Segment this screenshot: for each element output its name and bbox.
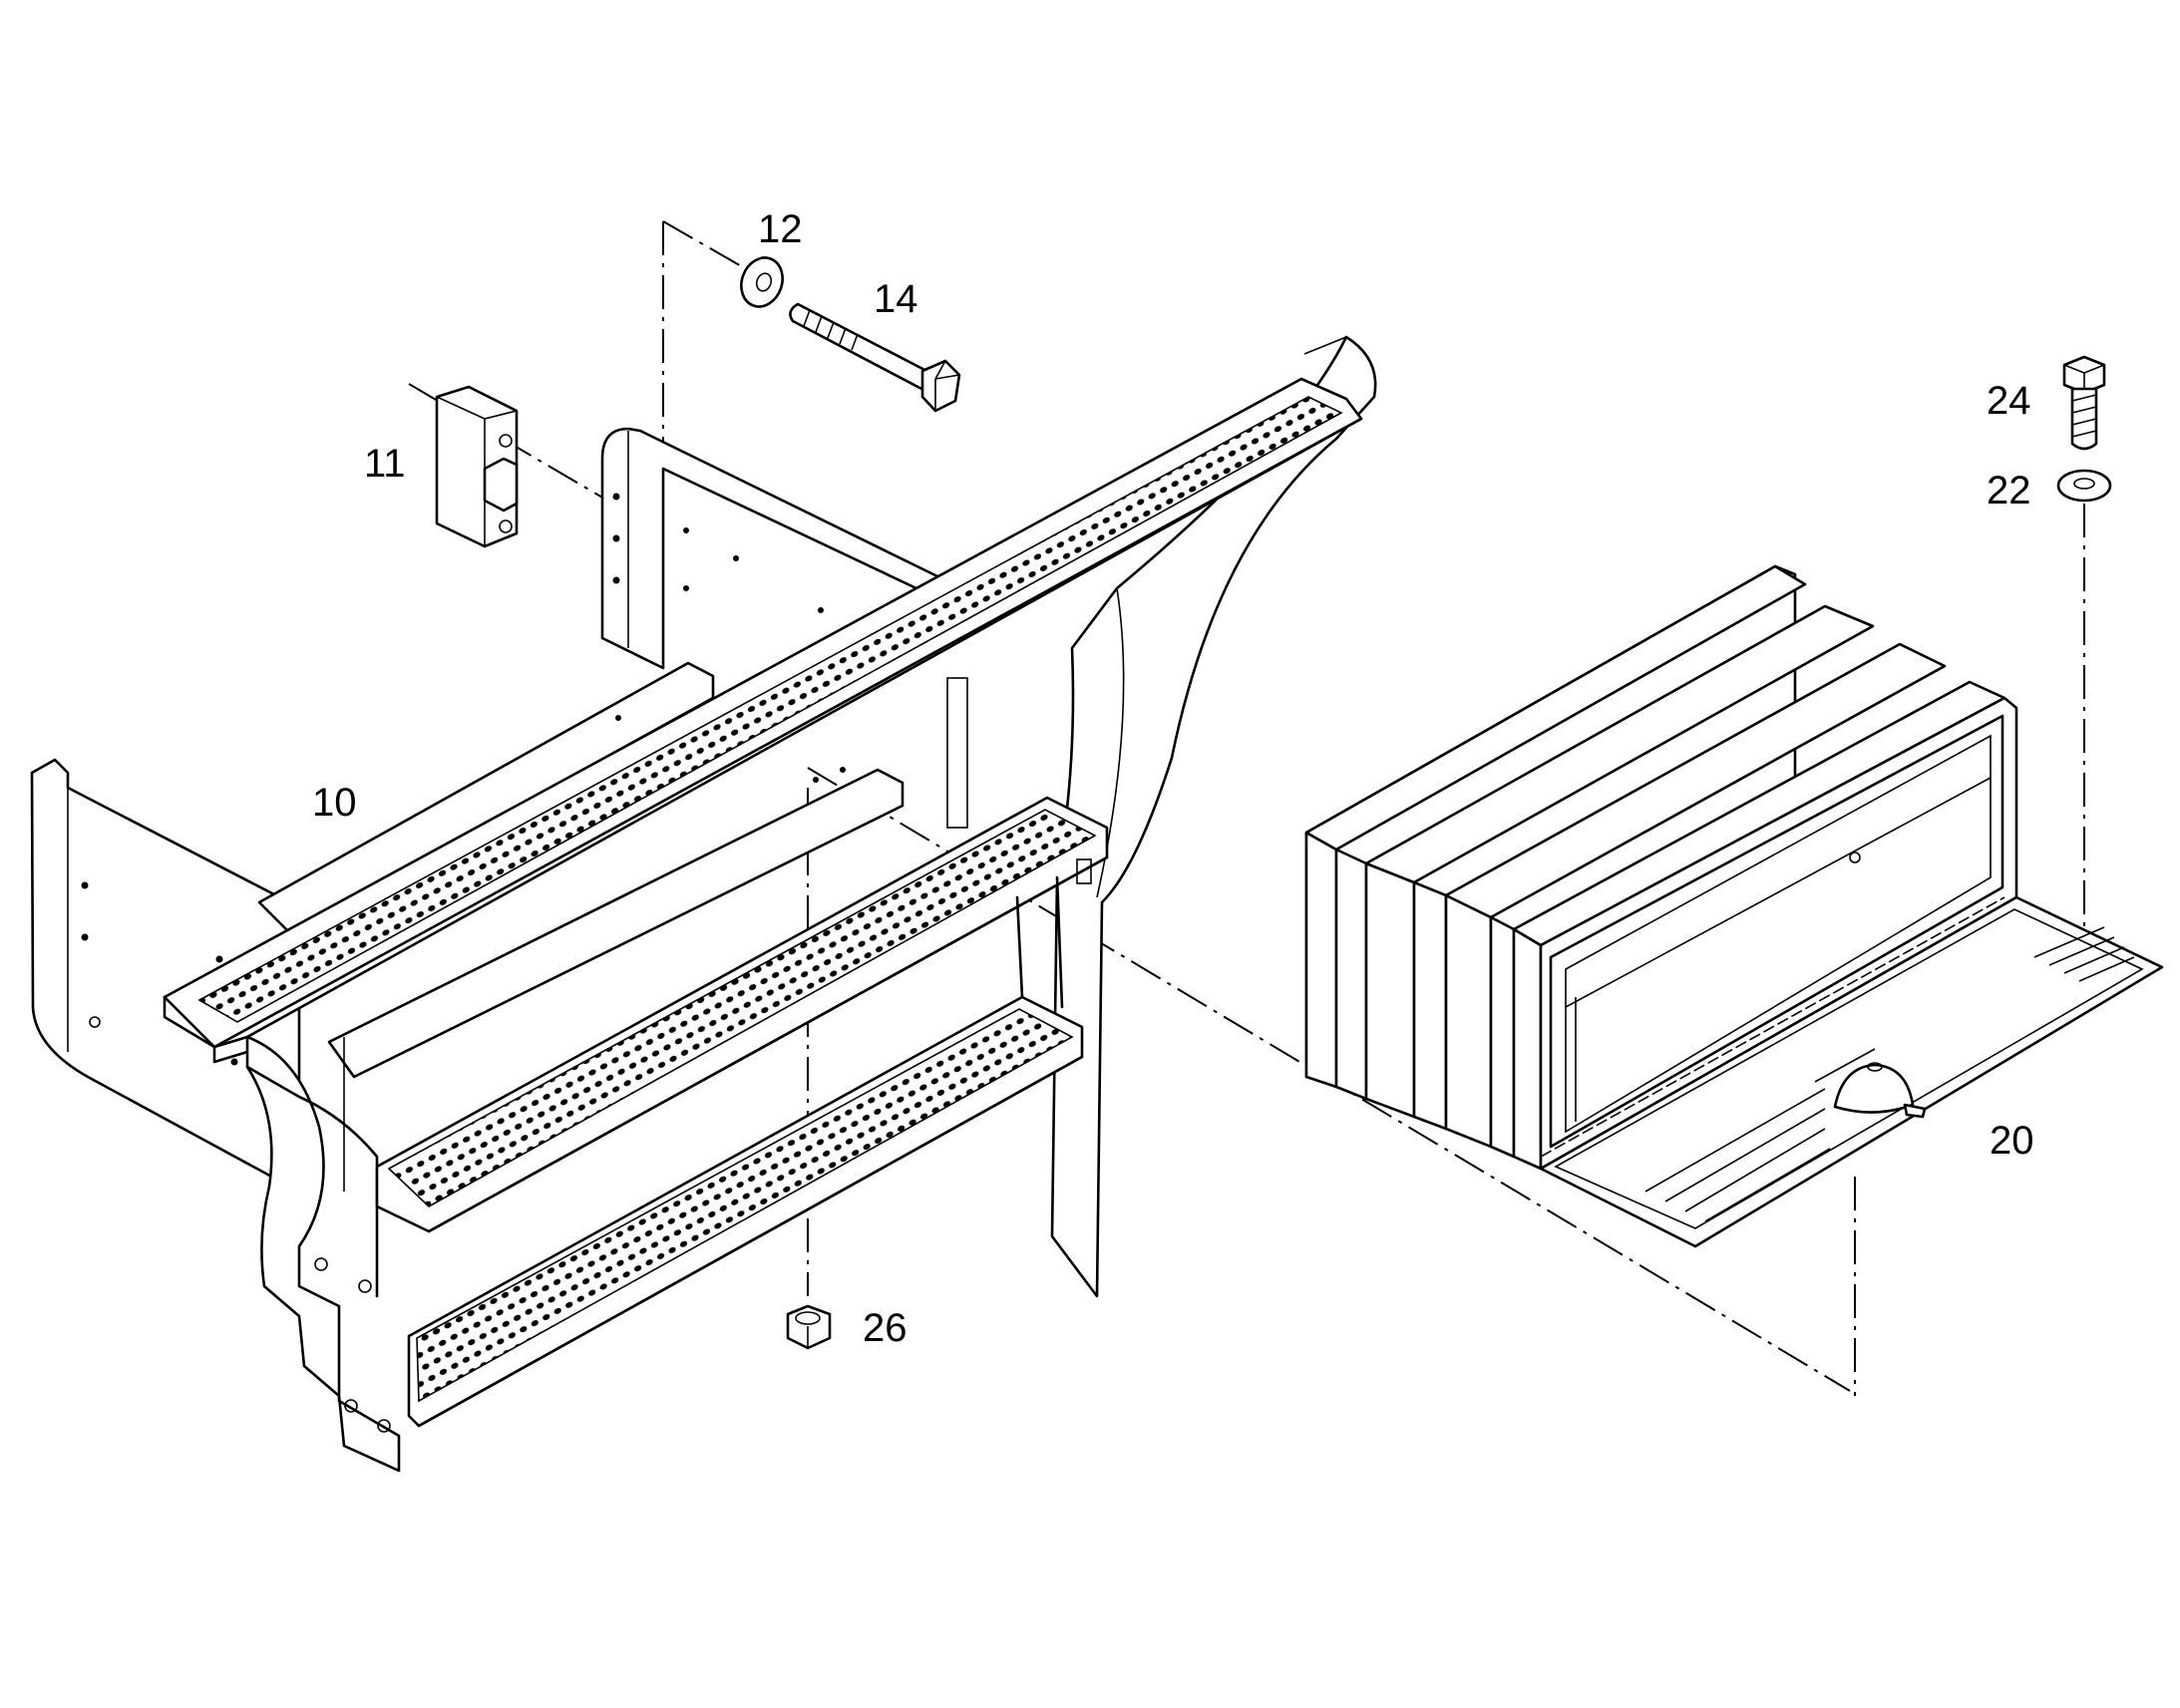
lid-grooves bbox=[1644, 926, 2135, 1222]
side-plate-holes bbox=[81, 881, 238, 1066]
bracket-bolts bbox=[314, 1257, 391, 1433]
clamp-block bbox=[435, 385, 519, 548]
part-labels: 10 11 12 14 20 22 24 26 bbox=[312, 207, 2034, 1350]
rear-plate-holes bbox=[612, 493, 824, 613]
toolbox bbox=[1304, 564, 2164, 1248]
label-11: 11 bbox=[364, 442, 406, 486]
label-26: 26 bbox=[863, 1306, 908, 1350]
nut-26 bbox=[786, 1304, 832, 1350]
label-24: 24 bbox=[1987, 379, 2031, 423]
label-10: 10 bbox=[312, 781, 357, 825]
washer-22 bbox=[2056, 469, 2112, 503]
bolt-24 bbox=[2062, 355, 2106, 451]
label-22: 22 bbox=[1987, 469, 2031, 512]
label-14: 14 bbox=[874, 277, 918, 321]
label-20: 20 bbox=[1990, 1119, 2034, 1163]
washer-12 bbox=[740, 256, 784, 308]
label-12: 12 bbox=[758, 207, 803, 251]
bolt-14 bbox=[789, 302, 961, 413]
step-assembly bbox=[30, 335, 1377, 1473]
